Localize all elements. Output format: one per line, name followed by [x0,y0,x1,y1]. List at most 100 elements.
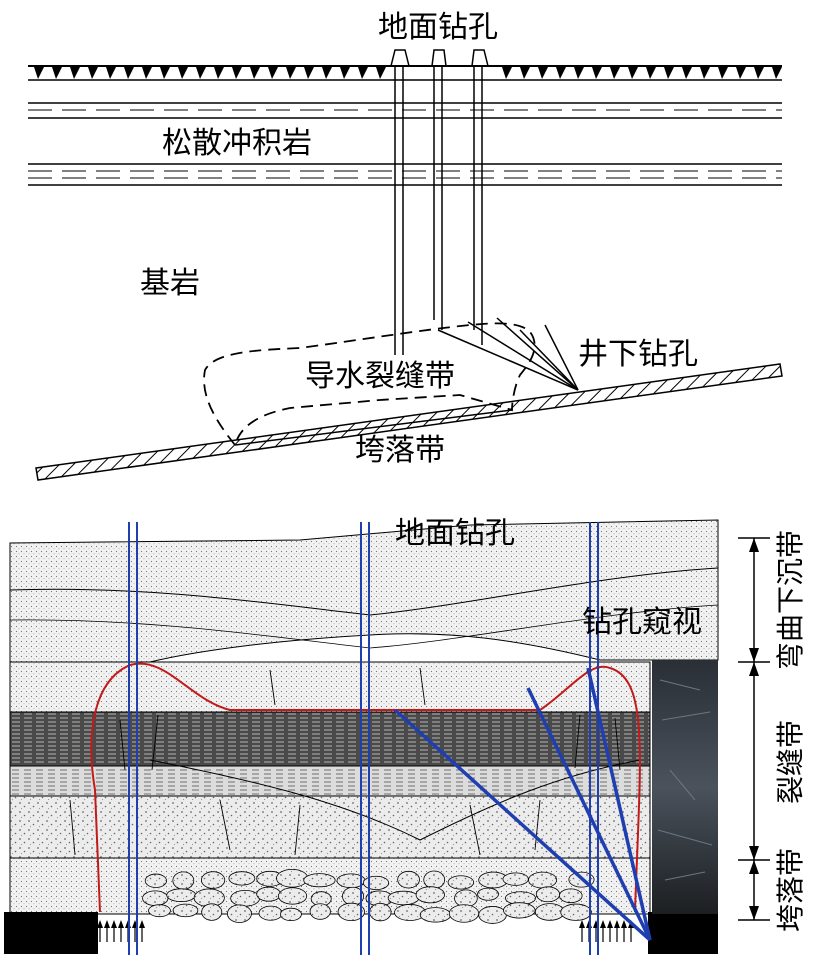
fracture-cracks [69,667,621,856]
surface-hatching [34,67,782,79]
rubble-block [230,889,261,907]
surface-hatch-mark [304,67,314,79]
rubble-block [226,904,252,923]
rubble-block [535,886,561,903]
surface-hatch-mark [610,67,620,79]
rubble-block [256,886,281,902]
coal-seam-right [648,912,718,954]
rubble-block [144,873,167,888]
coal-seam-left [4,912,98,954]
broken-block-layer [9,795,651,859]
rubble-block [369,903,392,922]
surface-hatch-mark [124,67,134,79]
surface-hatch-mark [88,67,98,79]
top-diagram: 地面钻孔 松散冲积岩 基岩 导水裂缝带 井下钻孔 垮落带 [28,10,783,481]
underground-boreholes-bottom [393,667,652,942]
rubble-block [278,887,308,905]
support-arrow-head [97,920,103,928]
rubble-block [560,903,592,921]
rubble-block [201,903,223,921]
surface-hatch-mark [772,67,782,79]
inclined-coal-seam [35,363,783,481]
ground-surface [28,65,782,81]
surface-hatch-mark [232,67,242,79]
rubble-block [172,871,195,890]
borehole-core-image [652,660,718,914]
rubble-block [166,888,197,902]
fractured-light-layer [9,661,651,713]
surface-hatch-mark [664,67,674,79]
surface-hatch-mark [340,67,350,79]
rubble-block [478,906,507,924]
support-arrow-head [104,920,110,928]
surface-borehole-label: 地面钻孔 [378,10,498,45]
surface-hatch-mark [250,67,260,79]
overburden-top-layer [9,519,719,663]
support-arrow-head [111,920,117,928]
surface-boreholes [390,49,489,355]
surface-hatch-mark [376,67,386,79]
surface-boreholes-bottom [128,522,599,955]
rubble-block [142,890,169,906]
rubble-block [502,872,529,886]
surface-hatch-mark [286,67,296,79]
rubble-block [309,903,331,920]
surface-hatch-mark [628,67,638,79]
bending-zone-label: 弯曲下沉带 [774,530,807,670]
rubble-block [423,870,446,889]
rubble-block [397,870,420,889]
support-arrow-head [607,920,613,928]
support-arrow-head [139,920,145,928]
support-arrow-head [600,920,606,928]
rubble-block [419,907,452,923]
rubble-block [454,889,478,908]
rubble-block [362,875,390,891]
support-arrow-head [579,920,585,928]
rubble-block [447,875,475,890]
surface-hatch-mark [52,67,62,79]
surface-hatch-mark [322,67,332,79]
support-arrow-head [118,920,124,928]
support-arrow-head [621,920,627,928]
caving-zone-label: 垮落带 [355,433,445,468]
surface-hatch-mark [502,67,512,79]
rubble-block [280,907,302,922]
rubble-block [477,887,499,901]
bottom-diagram: 地面钻孔 钻孔窥视 弯曲下沉带 裂缝带 垮落带 [4,516,807,955]
surface-hatch-mark [700,67,710,79]
surface-hatch-mark [70,67,80,79]
surface-hatch-mark [538,67,548,79]
rubble-block [448,904,480,923]
surface-hatch-mark [736,67,746,79]
rubble-block [276,868,309,888]
surface-hatch-mark [178,67,188,79]
rubble-block [387,890,420,906]
surface-hatch-mark [196,67,206,79]
rubble-block [558,888,583,904]
rubble-block [228,871,256,886]
rubble-block [337,902,365,922]
rubble-block [503,902,536,919]
bedrock-label: 基岩 [140,266,200,301]
rubble-block [148,904,171,918]
dashed-rock-layer [9,765,651,797]
support-arrow-head [614,920,620,928]
underground-boreholes [437,317,579,391]
rubble-block [200,871,226,889]
surface-hatch-mark [160,67,170,79]
caving-zone-label-bottom: 垮落带 [774,848,807,932]
surface-hatch-mark [142,67,152,79]
loose-deposit-layers [28,102,782,186]
fracture-zone-label: 导水裂缝带 [305,359,455,394]
borehole-viewing-label: 钻孔窥视 [582,605,702,640]
surface-borehole-label-bottom: 地面钻孔 [395,516,515,551]
surface-hatch-mark [754,67,764,79]
rubble-block [172,903,199,918]
surface-hatch-mark [718,67,728,79]
surface-hatch-mark [34,67,44,79]
rubble-block [303,873,336,888]
fracture-zone-label-bottom: 裂缝带 [774,720,807,804]
loose-deposit-label: 松散冲积岩 [162,126,312,161]
surface-hatch-mark [214,67,224,79]
